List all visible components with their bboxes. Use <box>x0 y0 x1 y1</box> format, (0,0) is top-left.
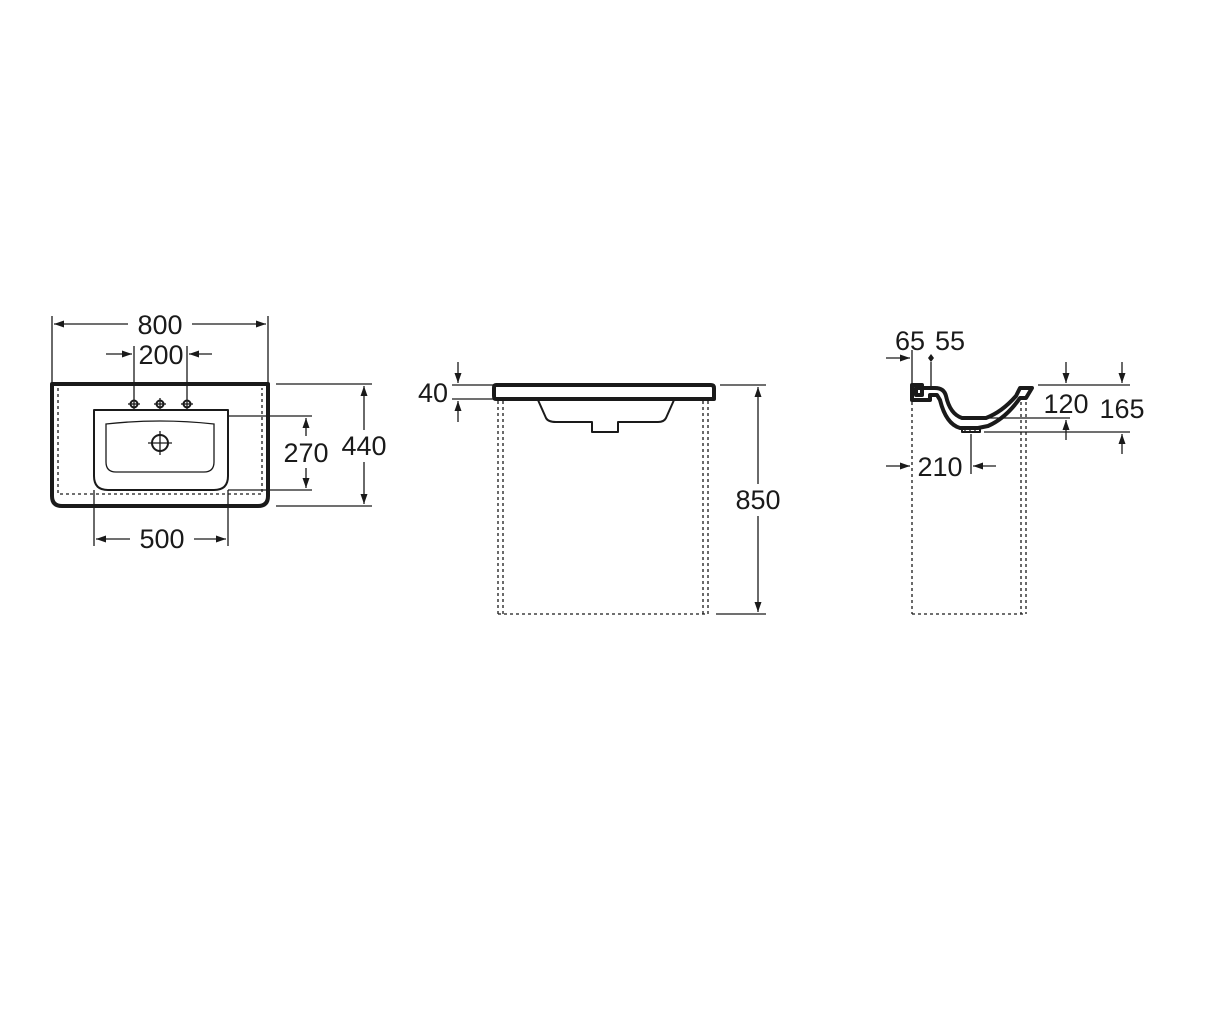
tap-holes <box>128 398 193 410</box>
front-view-cabinet <box>497 401 709 615</box>
dim-label-55: 55 <box>935 326 965 356</box>
dimension-basin-width-500: 500 <box>93 490 229 554</box>
dimension-drain-offset-210: 210 <box>886 434 996 482</box>
side-view-drain <box>961 426 981 433</box>
dim-label-800: 800 <box>137 310 182 340</box>
top-view-dashed-inner <box>57 388 263 495</box>
dim-label-40: 40 <box>418 378 448 408</box>
side-view: 65 55 120 165 210 <box>886 326 1145 615</box>
dimension-height-850: 850 <box>716 384 781 615</box>
dimension-basin-depth-270: 270 <box>228 415 329 491</box>
top-view: 800 200 270 440 <box>50 310 387 554</box>
dim-label-210: 210 <box>917 452 962 482</box>
dim-label-165: 165 <box>1099 394 1144 424</box>
dimension-rim-height-40: 40 <box>418 362 494 422</box>
front-view-bowl <box>537 399 675 433</box>
dimension-tap-spacing-200: 200 <box>106 340 212 398</box>
dim-label-120: 120 <box>1043 389 1088 419</box>
bowl-inner <box>105 420 215 473</box>
dim-label-200: 200 <box>138 340 183 370</box>
dimension-depth-440: 440 <box>276 383 387 507</box>
dim-label-65: 65 <box>895 326 925 356</box>
front-view: 40 850 <box>418 362 781 615</box>
dimension-bowl-depth-120: 120 <box>984 362 1130 440</box>
dim-label-500: 500 <box>139 524 184 554</box>
dim-label-270: 270 <box>283 438 328 468</box>
side-view-profile <box>910 383 1034 430</box>
drain-icon <box>148 431 172 455</box>
dimension-back-offset-65: 65 <box>886 326 925 385</box>
dimension-width-800: 800 <box>51 310 269 384</box>
dimension-overall-depth-165: 165 <box>984 362 1145 454</box>
side-view-cabinet <box>911 402 1027 615</box>
bowl-outer <box>93 409 229 491</box>
front-view-slab <box>492 383 716 401</box>
dim-label-850: 850 <box>735 485 780 515</box>
top-view-outline <box>50 382 270 508</box>
dimension-tap-offset-55: 55 <box>928 326 965 386</box>
dim-label-440: 440 <box>341 431 386 461</box>
